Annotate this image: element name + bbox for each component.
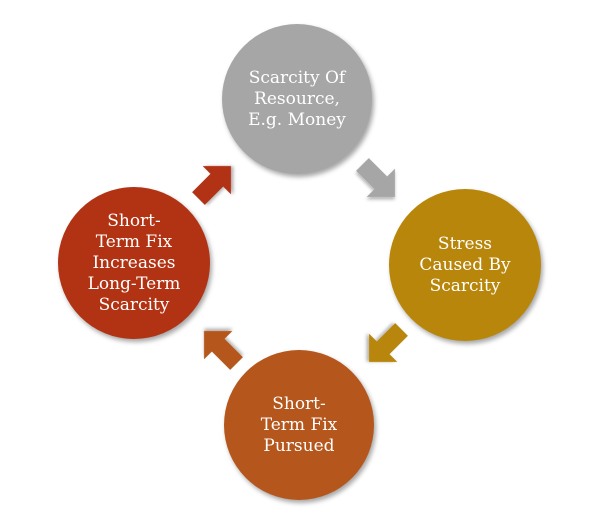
node-label: Short- Term Fix Pursued <box>260 393 338 456</box>
node-label: Scarcity Of Resource, E.g. Money <box>248 67 346 130</box>
node-label: Short- Term Fix Increases Long-Term Scar… <box>87 210 181 315</box>
node-label: Stress Caused By Scarcity <box>419 233 511 296</box>
node-short-term-fix-pursued: Short- Term Fix Pursued <box>224 350 374 500</box>
arrow-top-to-right <box>356 158 395 197</box>
node-scarcity-of-resource: Scarcity Of Resource, E.g. Money <box>222 24 372 174</box>
node-short-term-fix-increases-scarcity: Short- Term Fix Increases Long-Term Scar… <box>58 187 210 339</box>
arrow-left-to-top <box>192 166 231 205</box>
node-stress-caused-by-scarcity: Stress Caused By Scarcity <box>389 189 541 341</box>
arrow-right-to-bottom <box>369 323 408 362</box>
arrow-bottom-to-left <box>204 331 243 370</box>
